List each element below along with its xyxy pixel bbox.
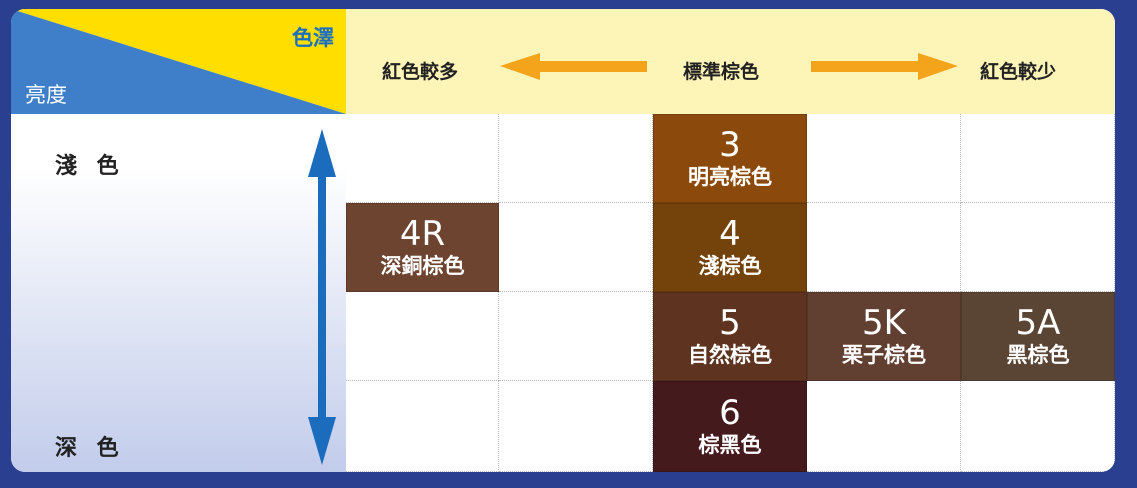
corner-diagonal xyxy=(11,9,346,114)
standard-brown-label: 標準棕色 xyxy=(683,61,760,83)
grid-cell xyxy=(807,381,961,472)
swatch-name: 棕黑色 xyxy=(698,432,762,457)
grid-cell xyxy=(499,292,653,381)
swatch-code: 4R xyxy=(399,213,446,254)
swatch-code: 5A xyxy=(1015,302,1061,343)
hue-arrows xyxy=(500,53,958,80)
vertical-double-arrow-icon xyxy=(308,129,336,465)
grid-cell xyxy=(961,114,1115,203)
swatch-code: 6 xyxy=(719,392,741,433)
brightness-column: 淺 色 深 色 xyxy=(11,114,346,472)
light-level-label: 淺 色 xyxy=(55,154,125,179)
swatch-name: 栗子棕色 xyxy=(842,342,926,367)
corner-blue-triangle xyxy=(11,9,346,114)
grid-cell xyxy=(499,203,653,292)
swatch-name: 深銅棕色 xyxy=(380,253,465,278)
grid-cell xyxy=(499,381,653,472)
less-red-label: 紅色較少 xyxy=(980,61,1057,83)
grid-cell xyxy=(346,292,499,381)
swatch-name: 自然棕色 xyxy=(688,342,772,367)
grid-cell xyxy=(807,203,961,292)
swatch-code: 4 xyxy=(719,213,741,254)
hue-header-band: 紅色較多 標準棕色 紅色較少 xyxy=(346,9,1115,114)
more-red-label: 紅色較多 xyxy=(382,61,459,83)
brightness-axis-label: 亮度 xyxy=(25,83,67,107)
swatch-name: 明亮棕色 xyxy=(688,164,772,189)
swatch-code: 5 xyxy=(719,302,741,343)
swatch-code: 3 xyxy=(719,124,741,165)
deep-level-label: 深 色 xyxy=(55,436,125,461)
hue-axis-label: 色澤 xyxy=(292,26,334,50)
grid-cell xyxy=(346,381,499,472)
grid-cell xyxy=(961,381,1115,472)
right-arrow-icon xyxy=(811,53,958,80)
grid-cell xyxy=(807,114,961,203)
corner-header: 色澤 亮度 xyxy=(11,9,346,114)
grid-cell xyxy=(499,114,653,203)
swatch-name: 淺棕色 xyxy=(698,253,762,278)
left-arrow-icon xyxy=(500,53,647,80)
grid-cell xyxy=(961,203,1115,292)
grid-cell xyxy=(346,114,499,203)
swatch-name: 黑棕色 xyxy=(1006,342,1070,367)
swatch-code: 5K xyxy=(862,302,906,343)
